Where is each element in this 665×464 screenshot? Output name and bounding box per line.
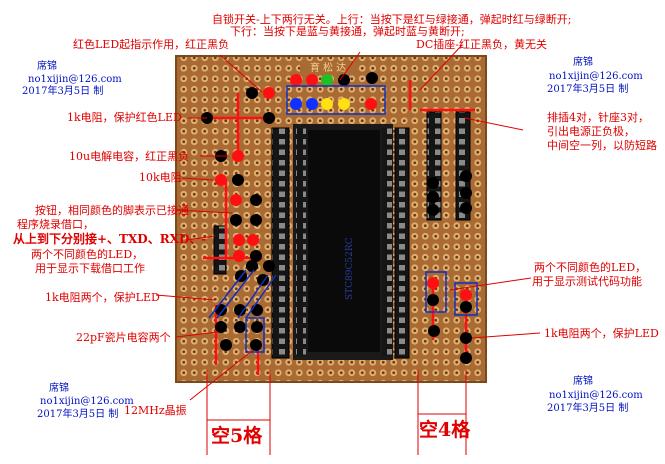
button-note-line2: 程序烧录借口，: [17, 218, 94, 231]
signature-tl-email: no1xijin@126.com: [28, 74, 122, 85]
ic-chip: [308, 130, 380, 352]
program-header: [213, 225, 227, 275]
test-led-note-line1: 两个不同颜色的LED，: [534, 261, 647, 274]
right-header-strip: [394, 127, 410, 359]
red-traces: [203, 80, 475, 375]
signature-br-email: no1xijin@126.com: [549, 390, 643, 401]
solder-dot-black-50: [460, 352, 472, 364]
header-note-line1: 排插4对，针座3对，: [547, 111, 649, 124]
signature-tr-name: 席锦: [573, 57, 593, 68]
header-note-line3: 中间空一列，以防短路: [547, 139, 657, 152]
gap-5-label: 空5格: [211, 425, 263, 447]
solder-dot-black-36: [366, 72, 378, 84]
solder-dot-green-30: [321, 74, 333, 86]
component-dots: [201, 72, 472, 364]
power-header-a: [426, 111, 442, 221]
solder-dot-red-8: [230, 194, 242, 206]
gap-4-label: 空4格: [419, 419, 471, 441]
chip-marking: STC89C52RC: [345, 237, 355, 300]
solder-dot-black-17: [263, 260, 275, 272]
crystal-note: 12MHz晶振: [124, 404, 187, 417]
ceramic-cap-note: 22pF瓷片电容两个: [76, 331, 171, 344]
blue-outline-boxes: [208, 85, 478, 353]
solder-dot-black-39: [460, 170, 472, 182]
solder-dot-black-24: [234, 321, 246, 333]
solder-dot-black-40: [427, 191, 439, 203]
resistor-note: 1k电阻，保护红色LED: [67, 111, 182, 124]
solder-dot-red-28: [290, 74, 302, 86]
signature-tr-email: no1xijin@126.com: [549, 71, 643, 82]
signature-br-date: 2017年3月5日 制: [547, 403, 629, 414]
left-header-strip: [271, 127, 290, 359]
red-led-note: 红色LED起指示作用，红正黑负: [73, 38, 230, 51]
solder-dot-yellow-34: [321, 98, 333, 110]
download-led-note-line2: 用于显示下载借口工作: [35, 262, 145, 275]
gap-brackets: [206, 370, 467, 455]
solder-dot-black-16: [246, 260, 258, 272]
solder-dot-red-29: [306, 74, 318, 86]
solder-dot-black-49: [460, 332, 472, 344]
ic-socket-left-pins: [296, 128, 306, 356]
solder-dot-red-45: [460, 289, 472, 301]
solder-dot-black-20: [215, 304, 227, 316]
test-led-note-line2: 用于显示测试代码功能: [532, 275, 642, 288]
solder-dot-black-3: [263, 112, 275, 124]
solder-dot-black-15: [250, 250, 262, 262]
solder-dot-black-22: [251, 304, 263, 316]
solder-dot-black-31: [338, 74, 350, 86]
signature-bl-name: 席锦: [49, 383, 69, 394]
solder-dot-black-43: [460, 202, 472, 214]
board-logo: 育 松 达: [310, 61, 346, 74]
download-led-note-line1: 两个不同颜色的LED，: [31, 248, 144, 261]
solder-dot-black-23: [215, 321, 227, 333]
solder-dot-red-1: [263, 87, 275, 99]
solder-dot-red-6: [215, 174, 227, 186]
signature-bl-date: 2017年3月5日 制: [37, 409, 119, 420]
annotation-arrows: [155, 44, 541, 401]
program-pins-note: 从上到下分别接+、TXD、RXD、-: [13, 232, 207, 246]
solder-dot-red-44: [427, 277, 439, 289]
solder-dot-black-9: [250, 194, 262, 206]
right-resistors-note: 1k电阻两个，保护LED: [544, 327, 659, 340]
solder-dot-black-47: [460, 301, 472, 313]
solder-dot-black-48: [428, 325, 440, 337]
solder-dot-red-14: [233, 250, 245, 262]
signature-bl-email: no1xijin@126.com: [40, 396, 134, 407]
board-logo-plate: [300, 61, 356, 72]
solder-dot-black-11: [250, 214, 262, 226]
solder-dot-black-26: [220, 339, 232, 351]
resistor-10k-note: 10k电阻: [139, 171, 182, 184]
solder-dot-red-37: [365, 98, 377, 110]
solder-dot-red-5: [232, 150, 244, 162]
switch-note-line1: 自锁开关-上下两行无关。上行：当按下是红与绿接通，弹起时红与绿断开;: [212, 13, 572, 26]
solder-dot-black-27: [250, 339, 262, 351]
signature-tr-date: 2017年3月5日 制: [547, 84, 629, 95]
solder-dot-black-21: [234, 304, 246, 316]
solder-dot-black-38: [427, 177, 439, 189]
left-resistors-note: 1k电阻两个，保护LED: [45, 291, 160, 304]
solder-dot-red-13: [247, 234, 259, 246]
solder-dot-yellow-35: [338, 98, 350, 110]
solder-dot-black-46: [427, 294, 439, 306]
solder-dot-red-12: [233, 234, 245, 246]
signature-tl-name: 席锦: [37, 61, 57, 72]
solder-dot-black-25: [251, 321, 263, 333]
solder-dot-blue-32: [290, 98, 302, 110]
signature-tl-date: 2017年3月5日 制: [22, 86, 104, 97]
solder-dot-black-7: [232, 174, 244, 186]
solder-dot-black-42: [427, 204, 439, 216]
solder-dot-black-10: [230, 214, 242, 226]
solder-dot-black-41: [460, 187, 472, 199]
header-note-line2: 引出电源正负极，: [547, 125, 635, 138]
dc-socket-note: DC插座-红正黑负，黄无关: [416, 38, 547, 51]
signature-br-name: 席锦: [573, 376, 593, 387]
solder-dot-black-0: [246, 87, 258, 99]
solder-dot-blue-33: [306, 98, 318, 110]
capacitor-note: 10u电解电容，红正黑负: [69, 150, 190, 163]
button-note-line1: 按钮，相同颜色的脚表示已接通: [35, 204, 189, 217]
switch-note-line2: 下行：当按下是蓝与黄接通，弹起时蓝与黄断开;: [230, 25, 465, 38]
ic-socket-right-pins: [382, 128, 392, 356]
